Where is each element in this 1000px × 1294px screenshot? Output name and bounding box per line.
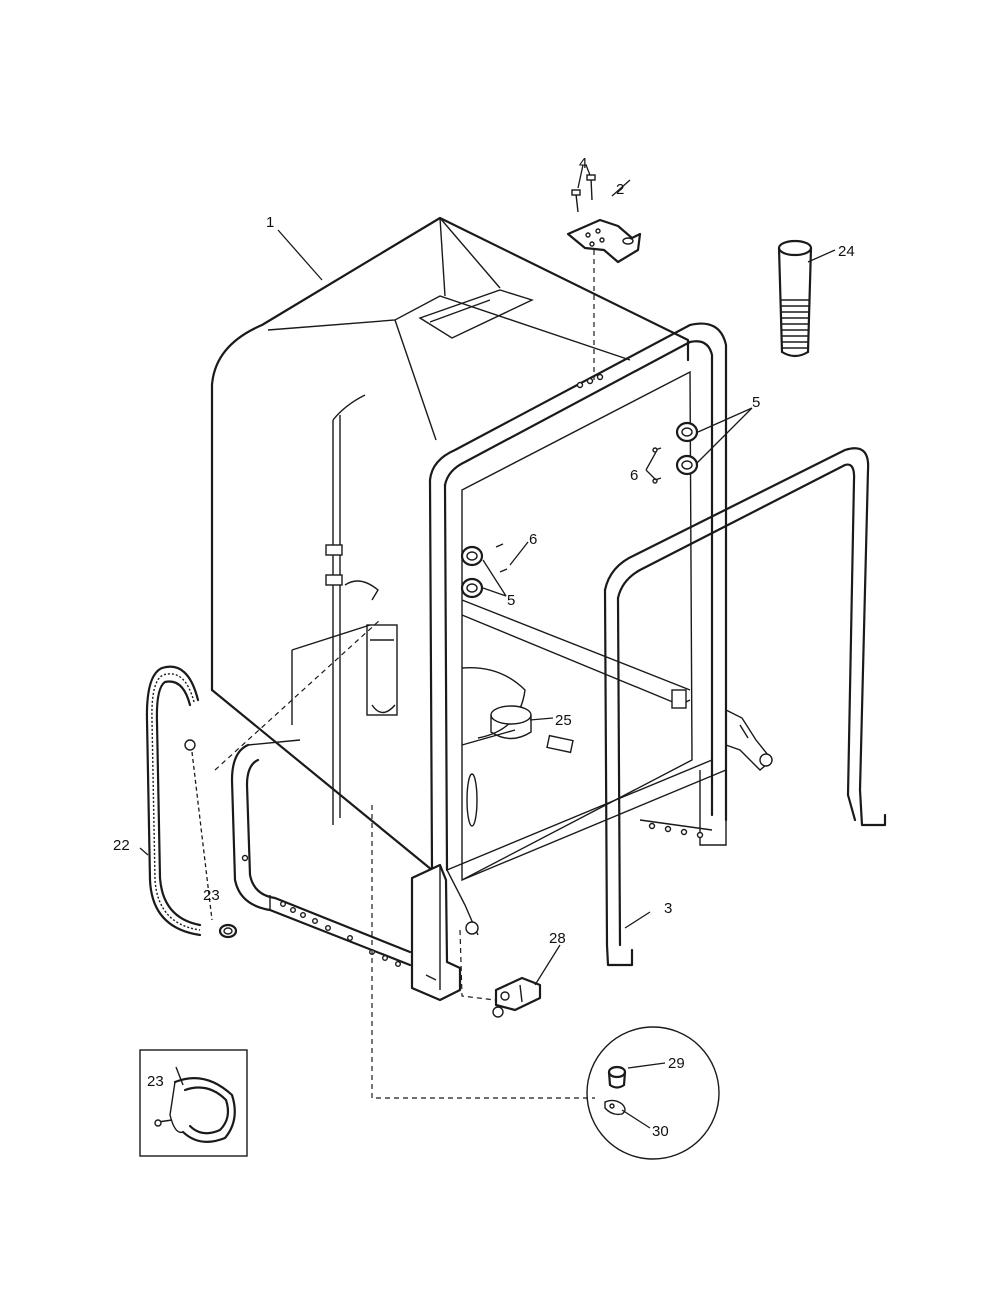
drain-hose-part-24: [777, 239, 813, 358]
mounting-bracket-part-2: [566, 174, 642, 389]
callout-23-inset: 23: [147, 1073, 164, 1090]
callout-29: 29: [668, 1055, 685, 1072]
tub-part-1: [210, 216, 690, 872]
right-hinge-bracket: [725, 709, 773, 771]
callout-22: 22: [113, 837, 130, 854]
callout-5-lower: 5: [507, 592, 515, 609]
callout-4: 4: [579, 155, 587, 172]
callout-6-upper: 6: [630, 467, 638, 484]
sump-area: [461, 666, 574, 827]
callout-3: 3: [664, 900, 672, 917]
callout-25: 25: [555, 712, 572, 729]
callout-labels: 1 2 3 4 5 5 6 6 22 23 23 24 25 28 29 30: [113, 155, 855, 1140]
leader-lines: [139, 164, 836, 1129]
callout-2: 2: [616, 181, 624, 198]
callout-6-lower: 6: [529, 531, 537, 548]
screw-part-6: [495, 447, 662, 573]
hinge-part-28: [492, 976, 542, 1018]
support-rail-part-3: [603, 447, 887, 967]
roller-part-5: [460, 421, 699, 599]
callout-23: 23: [203, 887, 220, 904]
inset-circle-detail: [586, 1026, 720, 1160]
door-gasket-part-22: [145, 665, 202, 937]
callout-5-upper: 5: [752, 394, 760, 411]
callout-24: 24: [838, 243, 855, 260]
base-frame: [230, 739, 479, 1002]
callout-30: 30: [652, 1123, 669, 1140]
front-frame: [428, 322, 728, 882]
callout-28: 28: [549, 930, 566, 947]
callout-1: 1: [266, 214, 274, 231]
alignment-lines: [214, 619, 595, 1099]
clip-part-23: [184, 739, 238, 939]
inset-clip-detail: [139, 1049, 248, 1157]
